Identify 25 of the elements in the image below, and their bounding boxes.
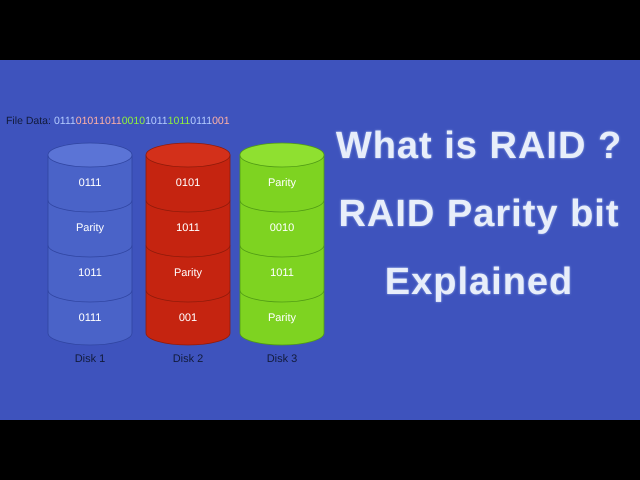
bit-group: 1011 <box>145 115 168 127</box>
block-value: Parity <box>268 312 296 324</box>
block-value: 1011 <box>270 266 294 278</box>
block-value: 0111 <box>78 312 102 324</box>
bit-group: 0101 <box>76 115 100 127</box>
disk-label: Disk 1 <box>74 353 106 365</box>
block-value: 0111 <box>78 176 102 188</box>
block-value: Parity <box>76 222 104 234</box>
block-value: Parity <box>268 176 296 188</box>
bit-group: 001 <box>212 115 230 127</box>
block-value: 1011 <box>78 266 102 278</box>
block-value: 0101 <box>176 176 200 188</box>
bit-group: 0010 <box>122 115 146 127</box>
bit-group: 1011 <box>168 115 190 127</box>
disk-label: Disk 2 <box>172 353 204 365</box>
bit-group: 0111 <box>54 115 76 127</box>
disk-label: Disk 3 <box>266 353 298 365</box>
file-data-label: File Data: <box>6 115 51 127</box>
block-value: 1011 <box>176 222 200 234</box>
bit-group: 0111 <box>190 115 212 127</box>
bit-group: 1011 <box>99 115 122 127</box>
block-value: Parity <box>174 266 202 278</box>
block-value: 0010 <box>270 222 294 234</box>
block-value: 001 <box>178 312 198 324</box>
title: What is RAID ? RAID Parity bit Explained <box>334 124 624 305</box>
